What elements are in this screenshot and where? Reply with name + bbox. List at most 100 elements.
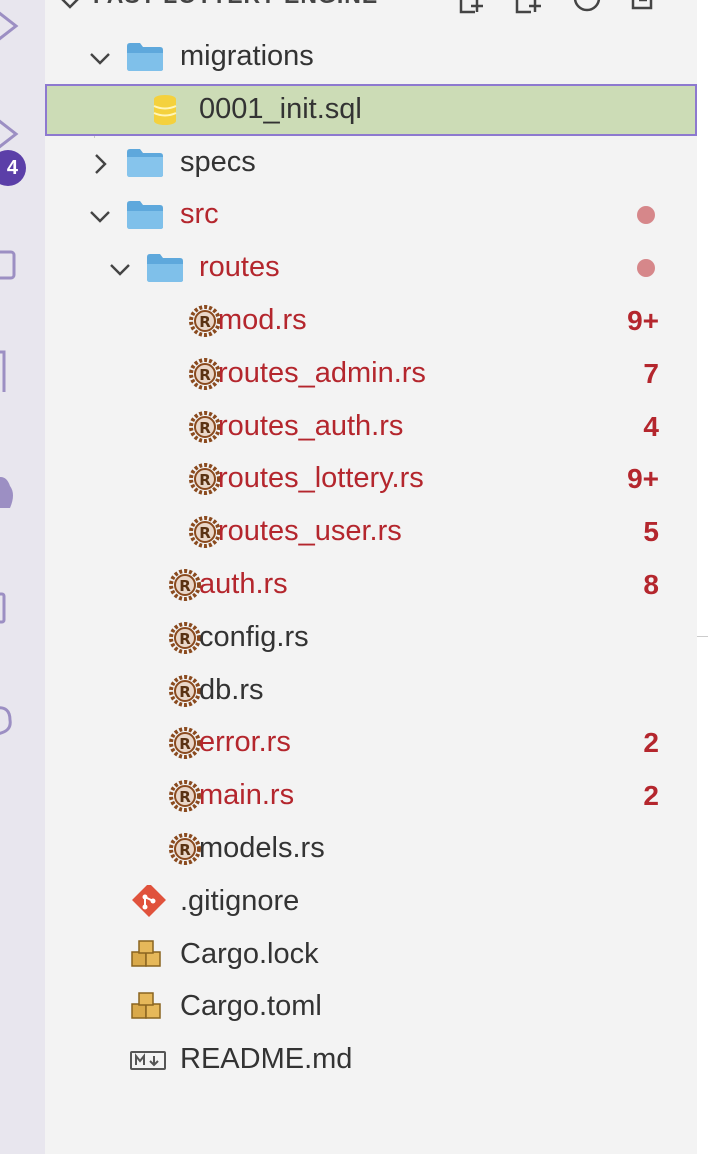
problems-count-badge: 9+: [627, 305, 659, 336]
rust-file-icon: R: [185, 515, 225, 549]
svg-text:R: R: [199, 471, 211, 489]
plugin-icon[interactable]: [0, 468, 30, 512]
rust-file-icon: R: [165, 832, 205, 866]
chevron-down-icon[interactable]: [108, 256, 132, 280]
explorer-title: FAST-LOTTERY-ENGINE: [93, 0, 378, 9]
run-icon[interactable]: [0, 2, 30, 46]
rust-file-icon: R: [185, 462, 225, 496]
tree-item-label: README.md: [180, 1043, 353, 1076]
tree-folder[interactable]: migrations: [45, 31, 697, 83]
explorer-header: FAST-LOTTERY-ENGINE: [45, 0, 697, 24]
new-folder-icon[interactable]: [513, 0, 545, 18]
panel-icon[interactable]: [0, 586, 30, 630]
book-icon[interactable]: [0, 348, 30, 392]
svg-text:R: R: [199, 419, 211, 437]
cargo-icon: [128, 990, 168, 1024]
folder-open-icon: [125, 198, 165, 232]
rust-file-icon: R: [185, 304, 225, 338]
tree-item-label: migrations: [180, 40, 314, 72]
tree-item-label: routes_admin.rs: [218, 356, 426, 389]
tree-item-label: routes_auth.rs: [218, 409, 404, 442]
modified-dot-icon: [637, 206, 655, 225]
rust-file-icon: R: [165, 726, 205, 760]
folder-icon: [125, 146, 165, 180]
problems-count-badge: 7: [643, 357, 659, 389]
tree-folder[interactable]: routes: [45, 242, 697, 294]
tree-item-label: Cargo.toml: [180, 990, 322, 1023]
tree-item-label: 0001_init.sql: [199, 92, 362, 125]
editor-edge: [697, 0, 708, 1154]
tree-file[interactable]: README.md: [45, 1034, 697, 1086]
tree-file[interactable]: Cargo.toml: [45, 981, 697, 1033]
tree-folder[interactable]: specs: [45, 137, 697, 189]
tree-file[interactable]: .gitignore: [45, 876, 697, 928]
tree-item-label: mod.rs: [218, 304, 307, 336]
tree-item-label: models.rs: [199, 832, 325, 864]
markdown-icon: [128, 1043, 168, 1077]
svg-text:R: R: [179, 577, 191, 595]
problems-count-badge: 5: [643, 516, 659, 548]
collapse-icon[interactable]: [629, 0, 661, 18]
new-file-icon[interactable]: [455, 0, 487, 18]
tree-item-label: routes_lottery.rs: [218, 462, 424, 495]
svg-text:R: R: [179, 735, 191, 753]
svg-text:R: R: [199, 366, 211, 384]
tree-item-label: src: [180, 198, 219, 231]
problems-count-badge: 8: [643, 569, 659, 600]
tree-item-label: config.rs: [199, 620, 309, 653]
chevron-down-icon[interactable]: [57, 0, 83, 16]
tree-item-label: auth.rs: [199, 568, 288, 600]
modified-dot-icon: [637, 259, 655, 278]
tree-file[interactable]: Cargo.lock: [45, 929, 697, 981]
chevron-right-icon[interactable]: [88, 151, 112, 175]
rust-file-icon: R: [165, 621, 205, 655]
refresh-icon[interactable]: [571, 0, 603, 18]
folder-open-icon: [125, 40, 165, 74]
rust-file-icon: R: [185, 410, 225, 444]
tree-item-label: main.rs: [199, 779, 295, 812]
cargo-icon: [128, 938, 168, 972]
svg-text:R: R: [179, 788, 191, 806]
tree-item-label: specs: [180, 145, 256, 178]
tree-item-label: Cargo.lock: [180, 937, 319, 970]
rust-file-icon: R: [185, 357, 225, 391]
chevron-down-icon[interactable]: [88, 45, 112, 69]
copy-icon[interactable]: [0, 244, 30, 288]
problems-count-badge: 4: [643, 410, 659, 442]
activity-bar: 4: [0, 0, 46, 1154]
tree-file[interactable]: 0001_init.sql: [45, 83, 697, 136]
explorer-panel: FAST-LOTTERY-ENGINE migrations 0001_init.…: [45, 0, 697, 1154]
rust-file-icon: R: [165, 568, 205, 602]
tree-item-label: .gitignore: [180, 884, 300, 917]
problems-count-badge: 2: [643, 780, 659, 812]
tree-item-label: db.rs: [199, 673, 264, 706]
problems-count-badge: 9+: [627, 463, 659, 495]
svg-text:R: R: [199, 524, 211, 542]
svg-text:R: R: [199, 313, 211, 331]
tree-item-label: error.rs: [199, 726, 291, 759]
svg-text:R: R: [179, 683, 191, 701]
rust-file-icon: R: [165, 674, 205, 708]
chevron-down-icon[interactable]: [88, 203, 112, 227]
account-icon[interactable]: [0, 696, 30, 740]
database-icon: [145, 93, 185, 127]
svg-text:R: R: [179, 841, 191, 859]
extensions-icon[interactable]: [0, 112, 30, 156]
editor-divider: [697, 636, 708, 637]
rust-file-icon: R: [165, 779, 205, 813]
git-icon: [128, 882, 168, 919]
tree-item-label: routes_user.rs: [218, 515, 402, 548]
folder-open-icon: [145, 251, 185, 285]
tree-folder[interactable]: src: [45, 189, 697, 241]
